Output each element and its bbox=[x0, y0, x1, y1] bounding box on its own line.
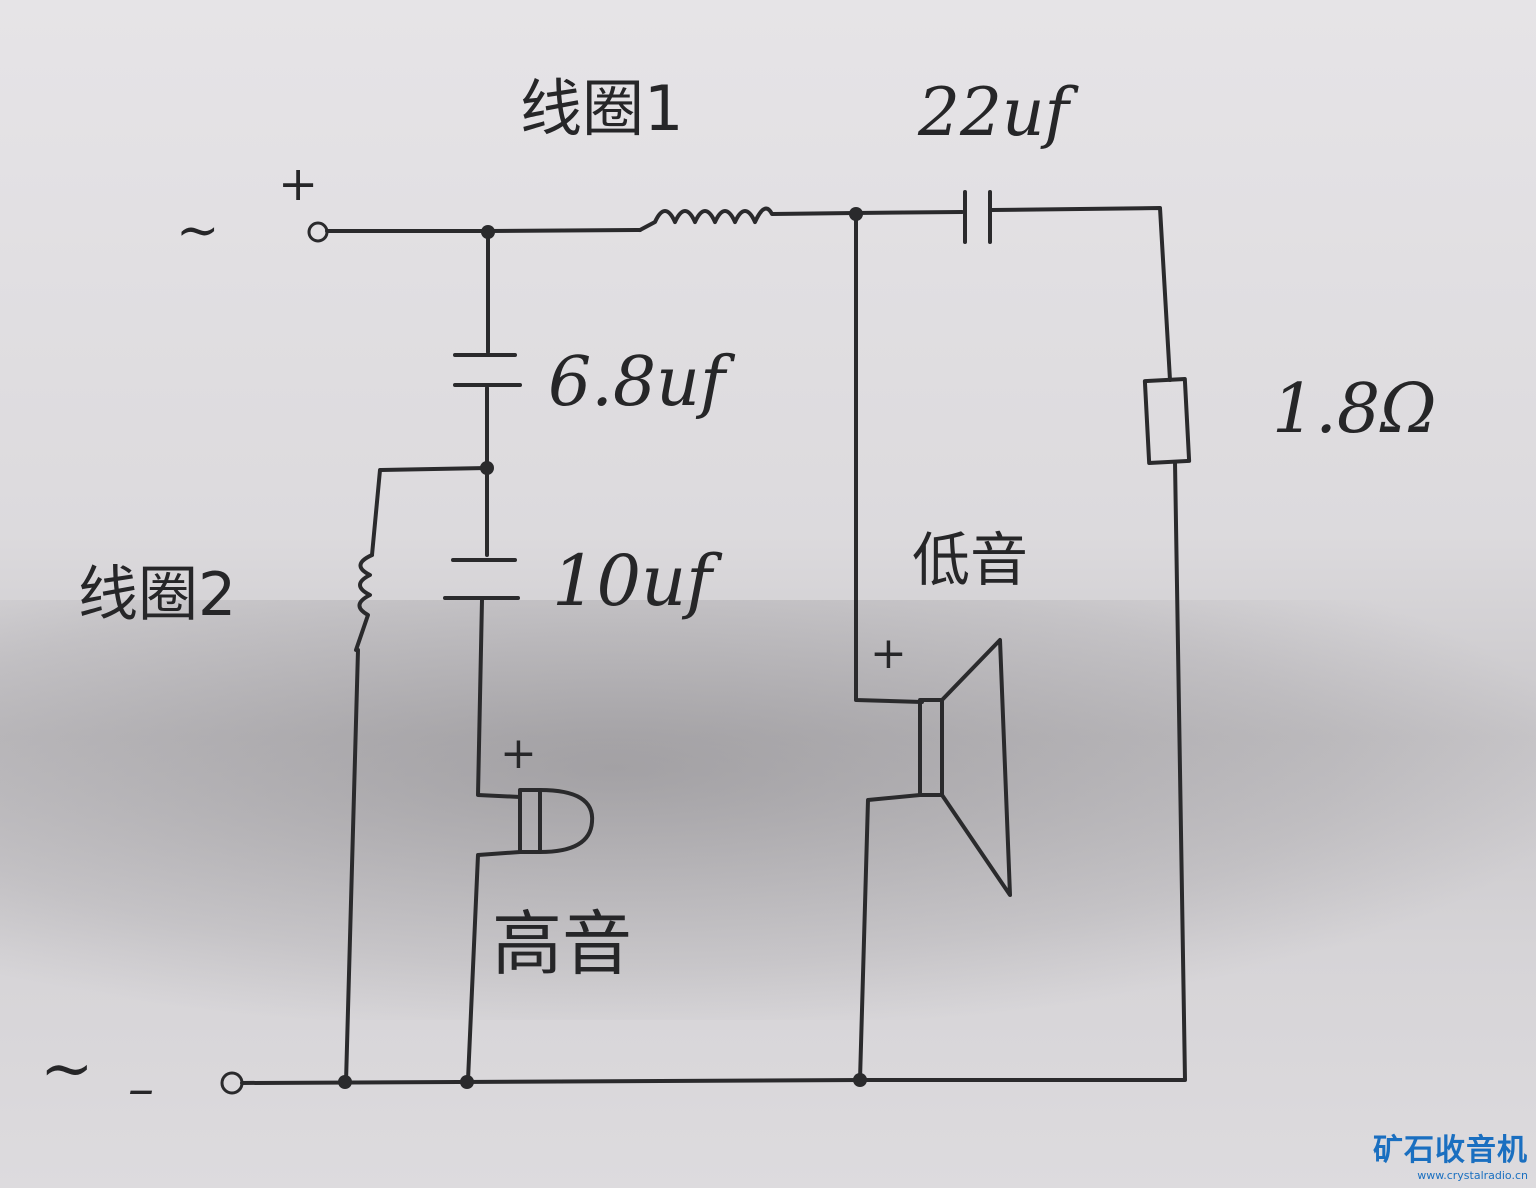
label-cap-22uf: 22uf bbox=[917, 74, 1079, 151]
tweeter-dome bbox=[538, 788, 595, 854]
label-cap-10uf: 10uf bbox=[552, 540, 723, 622]
bottom-rail-wire bbox=[240, 1078, 864, 1085]
label-input-plus-tilde: ~ bbox=[176, 201, 220, 261]
label-coil2: 线圈2 bbox=[78, 560, 236, 630]
woofer-cone bbox=[940, 638, 1012, 897]
label-resistor-1-8-ohm: 1.8Ω bbox=[1272, 370, 1437, 449]
label-woofer-plus: + bbox=[870, 628, 907, 679]
right-return-wire bbox=[860, 460, 1187, 1082]
label-input-plus-sign: + bbox=[278, 156, 318, 212]
coil2-bottom-wire bbox=[344, 648, 360, 1084]
top-wire-right bbox=[990, 206, 1172, 382]
label-tweeter-plus: + bbox=[500, 728, 537, 779]
woofer-magnet bbox=[918, 698, 944, 797]
label-woofer: 低音 bbox=[912, 526, 1028, 594]
shadow bbox=[0, 600, 1536, 1020]
label-tweeter: 高音 bbox=[492, 903, 632, 985]
label-coil1: 线圈1 bbox=[520, 72, 683, 145]
tweeter-body bbox=[518, 788, 542, 854]
tweeter-return-wire bbox=[466, 850, 522, 1082]
input-plus-terminal bbox=[307, 221, 329, 243]
woofer-wire-top bbox=[854, 212, 924, 704]
label-input-minus-tilde: ~ bbox=[40, 1032, 94, 1106]
watermark-name: 矿石收音机 bbox=[1373, 1133, 1528, 1168]
tweeter-wire-3 bbox=[476, 598, 522, 799]
top-wire-mid bbox=[853, 210, 964, 215]
resistor-1-8-ohm bbox=[1142, 377, 1192, 465]
coil1-inductor bbox=[638, 206, 857, 232]
coil2-inductor bbox=[354, 553, 374, 652]
coil2-top-wire bbox=[370, 466, 489, 557]
watermark-url: www.crystalradio.cn bbox=[1417, 1169, 1528, 1182]
woofer-return-wire bbox=[858, 793, 922, 1082]
label-cap-6-8uf: 6.8uf bbox=[548, 343, 736, 422]
input-minus-terminal bbox=[220, 1071, 244, 1095]
label-input-minus-sign: – bbox=[128, 1059, 154, 1119]
watermark: 矿石收音机 www.crystalradio.cn bbox=[1373, 1125, 1528, 1182]
